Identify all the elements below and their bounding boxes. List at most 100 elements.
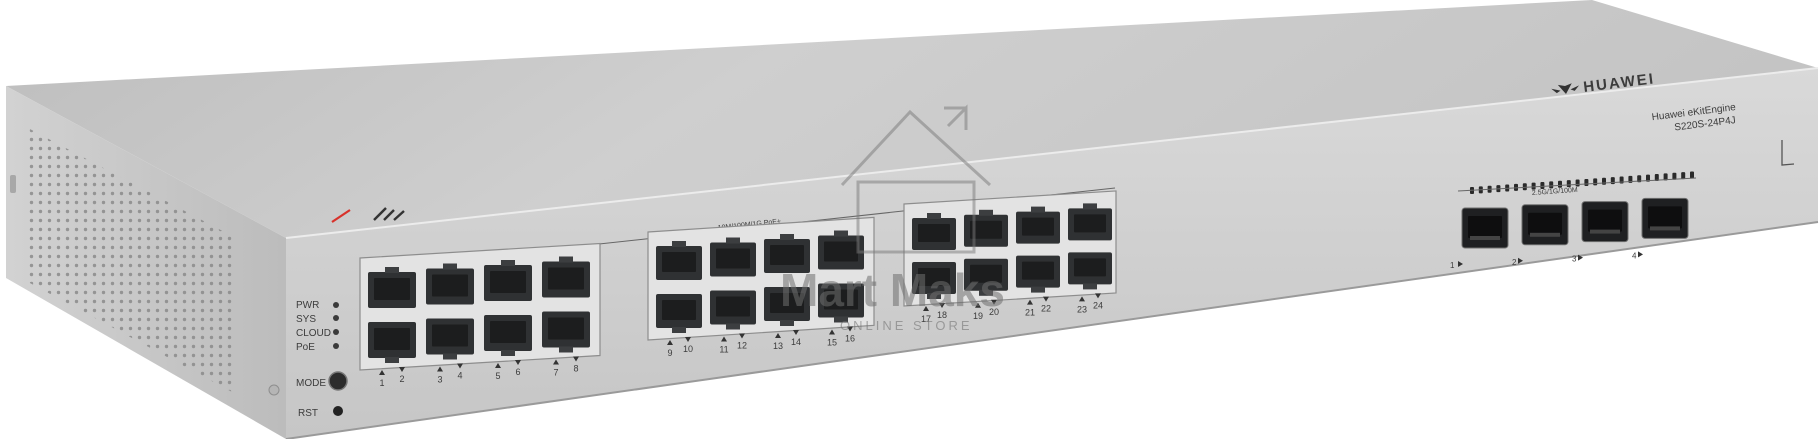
arrow-up-icon [1027,299,1033,305]
mode-button[interactable] [328,371,348,391]
rj45-port[interactable] [1068,252,1112,290]
port-number-label: 17 [921,314,931,324]
sfp-led-indicator [1575,179,1580,187]
arrow-right-icon [1578,254,1583,261]
port-number-label: 9 [667,348,672,358]
rj45-port[interactable] [426,263,474,305]
port-number-label: 1 [379,378,384,388]
huawei-logo-icon [1551,83,1580,94]
sfp-port-number-label: 4 [1632,251,1637,260]
rj45-port[interactable] [656,294,702,333]
arrow-up-icon [829,329,835,335]
rj45-port[interactable] [912,262,956,299]
rj45-port[interactable] [542,311,590,353]
arrow-right-icon [1458,261,1463,267]
sfp-led-indicator [1681,172,1686,180]
rj45-port[interactable] [426,318,474,360]
rj45-port[interactable] [912,213,956,250]
sfp-section-bracket [1457,177,1697,192]
sfp-port[interactable] [1641,197,1689,239]
rj45-port[interactable] [484,260,532,301]
side-screw [268,384,280,396]
rj45-port[interactable] [1068,203,1112,241]
reset-button-group[interactable]: RST [298,406,343,419]
port-number-label: 12 [737,341,747,351]
port-number-label: 2 [399,374,404,384]
rj45-port[interactable] [964,209,1008,247]
rj45-port[interactable] [764,234,810,273]
rj45-port[interactable] [710,237,756,277]
rj45-port[interactable] [818,283,864,323]
sfp-led-indicator [1558,180,1562,188]
corner-mark [1781,140,1795,166]
side-vent-grille [28,128,232,392]
port-number-label: 11 [719,345,728,355]
sfp-led-indicator [1540,182,1545,190]
arrow-right-icon [1518,257,1523,264]
arrow-down-icon [1043,296,1049,302]
arrow-right-icon [1638,251,1643,258]
watermark-subtitle: ONLINE STORE [840,318,973,333]
mode-button-group[interactable]: MODE [296,371,348,391]
sfp-port[interactable] [1461,207,1509,249]
led-label-sys: SYS [296,314,316,325]
sfp-led-indicator [1637,175,1642,183]
rj45-port[interactable] [964,258,1008,296]
chassis-edge-highlight [285,67,1819,239]
rj45-port[interactable] [1016,255,1060,293]
mode-button-label: MODE [296,378,326,389]
sfp-led-indicator [1584,178,1589,186]
rj45-port[interactable] [484,315,532,356]
arrow-up-icon [775,333,781,338]
sfp-port-number-label: 2 [1512,258,1517,267]
reset-button[interactable] [333,406,343,416]
port-number-label: 22 [1041,304,1051,314]
port-number-label: 3 [437,375,442,385]
sfp-port-number-label: 3 [1572,255,1577,264]
led-cloud: CLOUD [296,328,339,339]
arrow-down-icon [685,337,691,342]
led-label-poe: PoE [296,342,315,353]
arrow-up-icon [721,336,727,342]
rj45-port[interactable] [764,287,810,326]
rj45-port[interactable] [542,256,590,298]
sfp-led-indicator [1531,182,1536,190]
sfp-port-number-label: 1 [1450,261,1455,270]
sfp-port[interactable] [1581,201,1629,243]
sfp-led-indicator [1672,172,1677,180]
rj45-port[interactable] [1016,206,1060,244]
arrow-up-icon [667,340,673,345]
rj45-port[interactable] [710,290,756,330]
rj45-port[interactable] [368,322,416,363]
accent-red-stripe [331,209,351,223]
arrow-down-icon [457,363,463,369]
watermark: Mart Maks ONLINE STORE [780,104,1005,333]
port-number-label: 21 [1025,308,1035,318]
arrow-down-icon [739,333,745,339]
port-block-frame [647,216,875,341]
sfp-port-group: 1 2 3 4 [1450,197,1689,270]
sfp-led-indicator [1522,183,1527,191]
sfp-port[interactable] [1521,204,1569,246]
chassis-bottom-shadow [285,221,1819,439]
arrow-down-icon [399,367,405,372]
watermark-title: Mart Maks [780,264,1005,316]
port-number-label: 5 [495,371,500,381]
logo-mark-left [373,207,405,221]
port-number-label: 19 [973,311,983,321]
arrow-up-icon [495,363,501,368]
port-number-label: 6 [515,367,520,377]
arrow-up-icon [975,302,981,308]
sfp-led-indicator [1690,171,1694,179]
arrow-down-icon [847,326,853,332]
chassis-top [6,0,1818,238]
led-pwr: PWR [296,300,339,311]
rj45-port[interactable] [368,267,416,308]
port-number-label: 10 [683,344,693,354]
rj45-port[interactable] [656,241,702,280]
led-label-cloud: CLOUD [296,328,331,339]
rj45-port[interactable] [818,230,864,270]
